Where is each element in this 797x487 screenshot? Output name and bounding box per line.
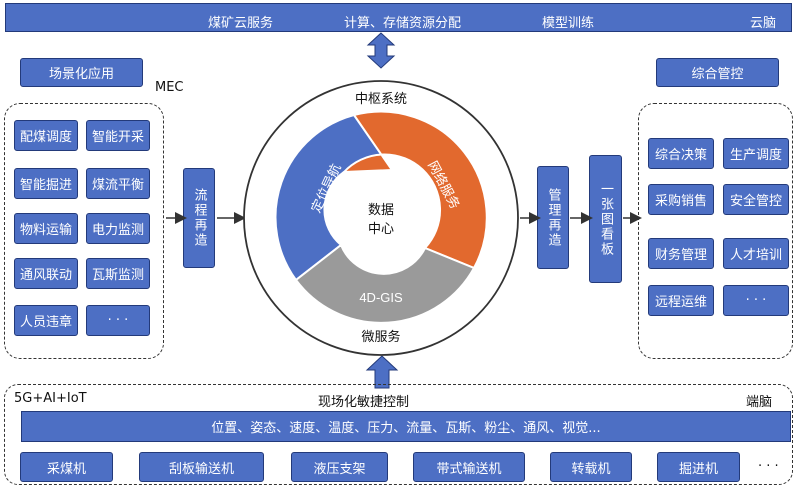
- equipment-item: 带式输送机: [413, 452, 525, 482]
- microservices-label: 微服务: [361, 329, 400, 344]
- segment-positioning: [274, 113, 394, 282]
- app-item: 煤流平衡: [86, 168, 150, 199]
- sensor-text: 位置、姿态、速度、温度、压力、流量、瓦斯、粉尘、通风、视觉...: [211, 421, 601, 436]
- up-arrow-icon: [365, 355, 399, 389]
- hub-label-line2: 中心: [368, 221, 394, 236]
- integrated-control-group: [638, 103, 793, 359]
- app-item: 智能开采: [86, 120, 150, 151]
- edge-control-group: [4, 384, 793, 485]
- top-item-3: 模型训练: [542, 16, 595, 31]
- control-item: 综合决策: [648, 138, 714, 169]
- top-item-1: 煤矿云服务: [208, 16, 274, 31]
- mec-label: MEC: [155, 80, 184, 95]
- up-down-arrow-icon: [366, 32, 396, 69]
- app-item: 智能掘进: [14, 168, 78, 199]
- cloud-brain-label: 云脑: [750, 16, 777, 31]
- equipment-item: 转载机: [550, 452, 632, 482]
- segment-gis: [294, 243, 476, 324]
- scenario-apps-header: 场景化应用: [20, 58, 143, 87]
- central-system-label: 中枢系统: [355, 91, 407, 106]
- control-item: 生产调度: [723, 138, 789, 169]
- top-item-2: 计算、存储资源分配: [344, 16, 462, 31]
- control-item: 远程运维: [648, 285, 714, 316]
- control-item: 财务管理: [648, 238, 714, 269]
- segment-label-gis: 4D-GIS: [359, 290, 403, 305]
- control-item-more: · · ·: [723, 285, 789, 316]
- equipment-item: 掘进机: [657, 452, 740, 482]
- hub-label-line1: 数据: [368, 202, 394, 217]
- equipment-item: 液压支架: [291, 452, 388, 482]
- control-item: 安全管控: [723, 184, 789, 215]
- scenario-apps-group: [4, 103, 164, 359]
- control-item: 人才培训: [723, 238, 789, 269]
- app-item: 人员违章: [14, 305, 78, 336]
- control-item: 采购销售: [648, 184, 714, 215]
- equipment-item: 采煤机: [20, 452, 113, 482]
- app-item: 配煤调度: [14, 120, 78, 151]
- management-reengineering-box: 管理再造: [537, 166, 569, 269]
- process-reengineering-box: 流程再造: [183, 168, 215, 268]
- app-item: 电力监测: [86, 213, 150, 244]
- app-item-more: · · ·: [86, 305, 150, 336]
- sensor-bar: 位置、姿态、速度、温度、压力、流量、瓦斯、粉尘、通风、视觉...: [21, 411, 791, 442]
- equipment-more: · · ·: [758, 459, 779, 474]
- app-item: 通风联动: [14, 258, 78, 289]
- app-item: 瓦斯监测: [86, 258, 150, 289]
- agile-control-label: 现场化敏捷控制: [318, 395, 410, 410]
- edge-brain-label: 端脑: [746, 395, 773, 410]
- equipment-item: 刮板输送机: [139, 452, 264, 482]
- 5g-ai-iot-label: 5G+AI+IoT: [14, 391, 87, 406]
- app-item: 物料运输: [14, 213, 78, 244]
- integrated-control-header: 综合管控: [656, 58, 779, 87]
- data-center-circle: [336, 173, 426, 263]
- cloud-services-bar: 煤矿云服务 计算、存储资源分配 模型训练 云脑: [5, 3, 792, 32]
